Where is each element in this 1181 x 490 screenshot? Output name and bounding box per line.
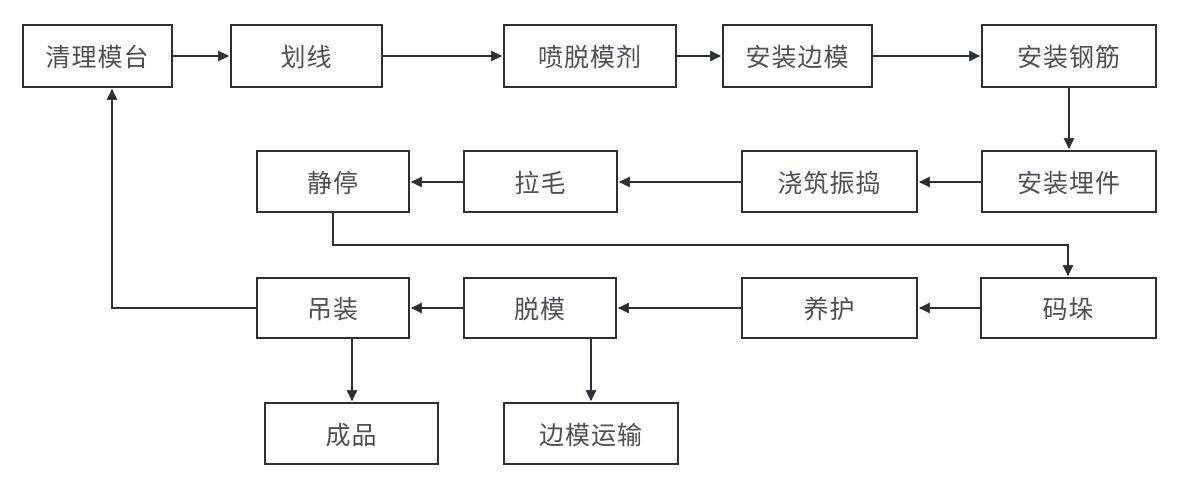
- node-install-side-forms: 安装边模: [722, 24, 873, 88]
- node-resting: 静停: [256, 150, 410, 213]
- node-roughening: 拉毛: [463, 150, 618, 213]
- edge-resting-to-stacking: [332, 213, 1074, 277]
- node-curing: 养护: [741, 277, 918, 339]
- node-spray-release-agent: 喷脱模剂: [503, 24, 677, 88]
- node-install-embeds: 安装埋件: [981, 150, 1157, 213]
- node-clean-table: 清理模台: [22, 24, 173, 88]
- edge-lifting-to-clean-table: [106, 88, 256, 309]
- node-install-rebar: 安装钢筋: [981, 24, 1157, 88]
- node-marking: 划线: [230, 24, 383, 88]
- node-stacking: 码垛: [980, 277, 1157, 339]
- node-pour-vibrate: 浇筑振捣: [741, 150, 918, 213]
- node-finished-product: 成品: [264, 402, 439, 465]
- node-demolding: 脱模: [463, 277, 617, 339]
- node-lifting: 吊装: [256, 277, 410, 339]
- node-side-form-transport: 边模运输: [503, 402, 679, 465]
